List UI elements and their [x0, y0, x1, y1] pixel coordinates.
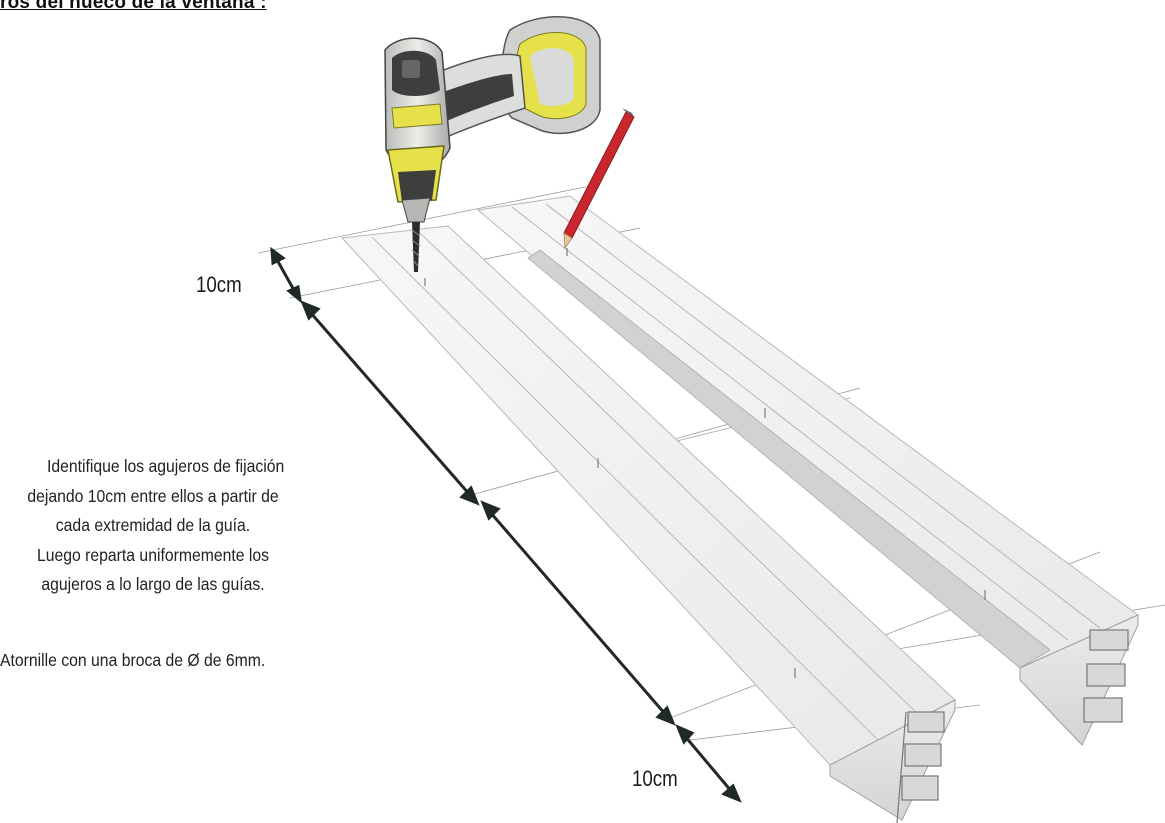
instruction-line: Luego reparta uniformemente los	[36, 544, 270, 565]
section-title: ros del hueco de la ventana :	[0, 0, 267, 13]
hole-marks	[424, 248, 986, 678]
instruction-line: agujeros a lo largo de las guías.	[41, 574, 265, 594]
instruction-text: Identifique los agujeros de fijación dej…	[0, 452, 306, 600]
instruction-line: cada extremidad de la guía.	[55, 515, 251, 535]
double-arrow-icon	[270, 246, 742, 803]
instruction-line: dejando 10cm entre ellos a partir de	[27, 485, 279, 506]
drill-icon	[384, 15, 601, 272]
top-dimension-label: 10cm	[196, 272, 242, 297]
right-rail	[476, 195, 1139, 746]
left-rail	[340, 225, 956, 823]
instruction-line: Identifique los agujeros de fijación	[46, 456, 285, 476]
right-rail-profile	[1083, 629, 1129, 723]
screw-note: Atornille con una broca de Ø de 6mm.	[0, 650, 266, 670]
left-rail-profile	[896, 711, 945, 823]
bottom-dimension-label: 10cm	[632, 766, 678, 791]
pencil-icon	[563, 108, 635, 250]
